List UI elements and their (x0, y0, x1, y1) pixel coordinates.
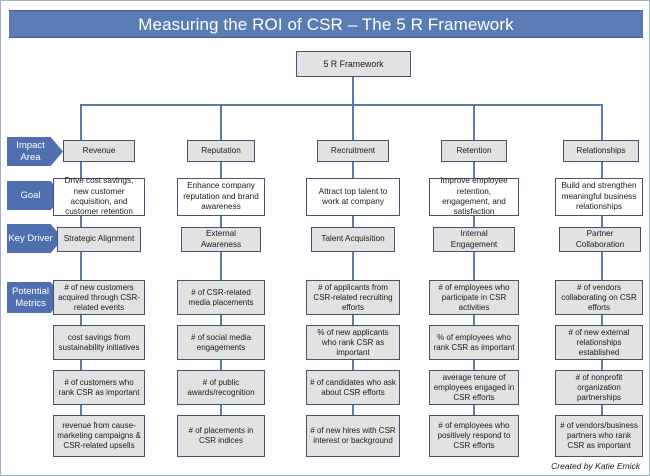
metric-col4-4: # of employees who positively respond to… (429, 415, 519, 457)
metric-col4-1: # of employees who participate in CSR ac… (429, 280, 519, 315)
metric-col4-2: % of employees who rank CSR as important (429, 325, 519, 360)
connector-col5-m2-m3 (601, 360, 603, 370)
metric-col1-2: cost savings from sustainability initiat… (53, 325, 145, 360)
metric-col5-2: # of new external relationships establis… (555, 325, 643, 360)
connector-col5-m3-m4 (601, 405, 603, 415)
connector-col1-goal-driver (80, 216, 82, 227)
connector-col1-impact-goal (80, 162, 82, 178)
connector-col2-driver-metrics (220, 252, 222, 280)
connector-col4-m3-m4 (473, 405, 475, 415)
connector-col3-m3-m4 (352, 405, 354, 415)
connector-col5-driver-metrics (601, 252, 603, 280)
metric-col5-1: # of vendors collaborating on CSR effort… (555, 280, 643, 315)
connector-col3-driver-metrics (352, 252, 354, 280)
impact-area-col5: Relationships (563, 140, 639, 162)
impact-area-col4: Retention (441, 140, 507, 162)
connector-col1-m2-m3 (80, 360, 82, 370)
goal-col3: Attract top talent to work at company (306, 178, 400, 216)
connector-col2-impact-goal (220, 162, 222, 178)
metric-col1-1: # of new customers acquired through CSR-… (53, 280, 145, 315)
metric-col3-1: # of applicants from CSR-related recruit… (306, 280, 400, 315)
metric-col4-3: average tenure of employees engaged in C… (429, 370, 519, 405)
connector-col3-impact-goal (352, 162, 354, 178)
connector-horizontal-bus (80, 104, 603, 106)
footer-credit: Created by Katie Emick (551, 461, 640, 471)
goal-col4: Improve employee retention, engagement, … (429, 176, 519, 216)
connector-col2-goal-driver (220, 216, 222, 227)
key-driver-col4: Internal Engagement (433, 227, 515, 252)
key-driver-col1: Strategic Alignment (57, 227, 141, 252)
connector-col1-m3-m4 (80, 405, 82, 415)
page-title: Measuring the ROI of CSR – The 5 R Frame… (9, 10, 643, 38)
metric-col5-3: # of nonprofit organization partnerships (555, 370, 643, 405)
metric-col3-3: # of candidates who ask about CSR effort… (306, 370, 400, 405)
impact-area-col1: Revenue (63, 140, 135, 162)
connector-col2-m3-m4 (220, 405, 222, 415)
metric-col3-2: % of new applicants who rank CSR as impo… (306, 325, 400, 360)
connector-col3-m2-m3 (352, 360, 354, 370)
connector-col3-m1-m2 (352, 315, 354, 325)
connector-col5-impact-goal (601, 162, 603, 178)
connector-col3-goal-driver (352, 216, 354, 227)
metric-col5-4: # of vendors/business partners who rank … (555, 415, 643, 457)
connector-col1-m1-m2 (80, 315, 82, 325)
key-driver-col5: Partner Collaboration (559, 227, 641, 252)
connector-col4-driver-metrics (473, 252, 475, 280)
connector-col4-goal-driver (473, 216, 475, 227)
connector-col1-driver-metrics (80, 252, 82, 280)
impact-area-col2: Reputation (187, 140, 255, 162)
connector-drop-col1 (80, 104, 82, 140)
goal-col2: Enhance company reputation and brand awa… (177, 178, 265, 216)
connector-col4-impact-goal (473, 162, 475, 178)
impact-area-col3: Recruitment (317, 140, 389, 162)
metric-col3-4: # of new hires with CSR interest or back… (306, 415, 400, 457)
connector-col5-goal-driver (601, 216, 603, 227)
root-node-5r-framework: 5 R Framework (296, 51, 411, 77)
connector-col4-m2-m3 (473, 360, 475, 370)
goal-col1: Drive cost savings, new customer acquisi… (53, 176, 145, 216)
metric-col1-4: revenue from cause-marketing campaigns &… (53, 415, 145, 457)
band-label-key-driver: Key Driver (7, 224, 63, 253)
connector-col2-m1-m2 (220, 315, 222, 325)
connector-col2-m2-m3 (220, 360, 222, 370)
metric-col2-1: # of CSR-related media placements (177, 280, 265, 315)
metric-col2-2: # of social media engagements (177, 325, 265, 360)
key-driver-col2: External Awareness (181, 227, 261, 252)
key-driver-col3: Talent Acquisition (311, 227, 395, 252)
band-label-impact-area: Impact Area (7, 137, 63, 166)
goal-col5: Build and strengthen meaningful business… (555, 178, 643, 216)
metric-col2-3: # of public awards/recognition (177, 370, 265, 405)
metric-col1-3: # of customers who rank CSR as important (53, 370, 145, 405)
metric-col2-4: # of placements in CSR indices (177, 415, 265, 457)
connector-col4-m1-m2 (473, 315, 475, 325)
connector-drop-col4 (473, 104, 475, 140)
connector-drop-col5 (601, 104, 603, 140)
connector-drop-col3 (352, 104, 354, 140)
connector-col5-m1-m2 (601, 315, 603, 325)
connector-drop-col2 (220, 104, 222, 140)
connector-root-trunk (352, 77, 354, 105)
